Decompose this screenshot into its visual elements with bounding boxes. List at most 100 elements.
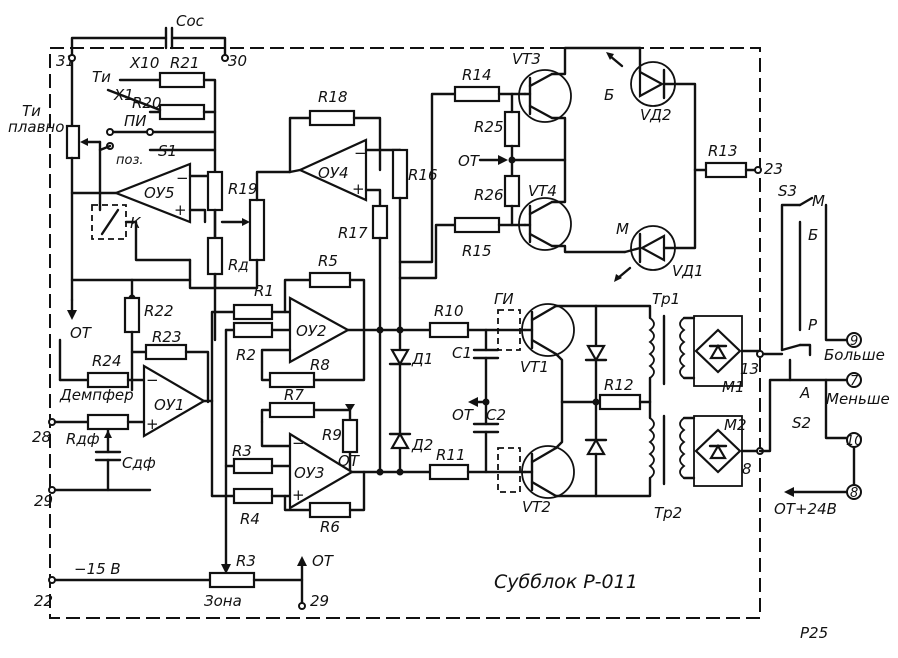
label-tu-plavno-1: Tи [22,102,41,120]
transformer-tr2 [594,400,686,498]
svg-text:8: 8 [850,486,858,501]
label-ot-24v: ОТ+24В [774,500,837,518]
resistor-rd [206,236,224,276]
resistor-r25 [503,110,521,148]
transformer-tr1 [594,304,686,404]
label-r14: R14 [462,66,492,84]
resistor-r18 [308,109,356,127]
label-n8: 8 [742,460,752,478]
resistor-r5 [308,271,352,289]
label-x1: X1 [113,86,134,104]
resistor-r1 [232,303,274,321]
svg-text:+: + [292,486,305,504]
label-s3: S3 [778,182,797,200]
label-r-df: Rдф [66,430,100,448]
label-ou3: ОУ3 [294,464,325,482]
label-r13: R13 [708,142,738,160]
label-r21: R21 [170,54,200,72]
label-a-switch: А [799,384,810,402]
resistor-r2 [232,321,274,339]
label-ot-ou3: ОТ [338,452,361,470]
terminal-9 [846,332,862,348]
label-c1: С1 [452,344,472,362]
svg-text:+: + [352,180,365,198]
label-m2: М2 [724,416,747,434]
transistor-vt4 [518,158,627,254]
resistor-r20 [158,103,206,121]
label-ot-left: ОТ [70,324,93,342]
label-r24: R24 [92,352,122,370]
resistor-r23 [144,343,188,361]
label-r4: R4 [240,510,260,528]
opamp-ou4 [297,138,368,202]
label-subblock: Субблок Р-011 [494,571,638,593]
label-ot-c: ОТ [452,406,475,424]
label-r18: R18 [318,88,348,106]
label-r1: R1 [254,282,274,300]
label-n29a: 29 [34,492,53,510]
label-r26: R26 [474,186,504,204]
label-c2: С2 [486,406,506,424]
label-r3-zone: R3 [236,552,256,570]
label-ou1: ОУ1 [154,396,185,414]
label-ou4: ОУ4 [318,164,349,182]
svg-text:7: 7 [850,374,859,389]
label-vt2: VT2 [522,498,551,516]
opamp-ou2 [288,296,351,364]
label-r10: R10 [434,302,464,320]
tu-plavno-pot [65,60,102,302]
label-r7: R7 [284,386,304,404]
opamp-ou1 [142,364,207,438]
label-r6: R6 [320,518,340,536]
svg-text:+: + [174,201,187,219]
resistor-r15 [453,216,501,234]
resistor-r-df [86,413,130,431]
resistor-r22 [123,296,141,334]
label-r-switch: Р [808,316,818,334]
label-r11: R11 [436,446,466,464]
svg-text:−: − [292,434,305,452]
terminal-7 [846,372,862,388]
label-node-30: 30 [228,52,247,70]
label-dempfer: Демпфер [59,386,134,404]
diode-d1 [388,348,412,367]
label-r19: R19 [228,180,258,198]
svg-text:−: − [354,144,367,162]
label-d2: Д2 [411,436,433,454]
label-r2: R2 [236,346,256,364]
resistor-r3 [232,457,274,475]
resistor-r8 [268,371,316,389]
label-r8: R8 [310,356,330,374]
label-ot-bottom: ОТ [312,552,335,570]
resistor-r26 [503,174,521,208]
label-ou5: ОУ5 [144,184,175,202]
transistor-vt2 [521,400,598,499]
resistor-r19 [206,170,224,212]
resistor-r11 [428,463,470,481]
label-r9: R9 [322,426,342,444]
label-m15v: −15 В [74,560,121,578]
resistor-r17 [371,204,389,240]
label-ot-mid: ОТ [458,152,481,170]
resistor-r21 [158,71,206,89]
label-vd1: VД1 [672,262,704,280]
label-m: М [616,220,629,238]
label-bolshe: Больше [824,346,885,364]
label-c-os: Cос [176,12,205,30]
gi-box [497,309,521,351]
label-c-df: Cдф [122,454,156,472]
label-ou2: ОУ2 [296,322,327,340]
resistor-r14 [453,85,501,103]
label-r23: R23 [152,328,182,346]
label-b-top: Б [604,86,614,104]
label-n23: 23 [764,160,783,178]
resistor-r6 [308,501,352,519]
resistor-r16 [391,148,409,200]
label-r22: R22 [144,302,174,320]
label-tu-plavno-2: плавно [8,118,64,136]
label-n29b: 29 [310,592,329,610]
opamp-ou3 [288,432,355,510]
label-gi: ГИ [494,290,514,308]
resistor-r4 [232,487,274,505]
label-x10: X10 [129,54,159,72]
